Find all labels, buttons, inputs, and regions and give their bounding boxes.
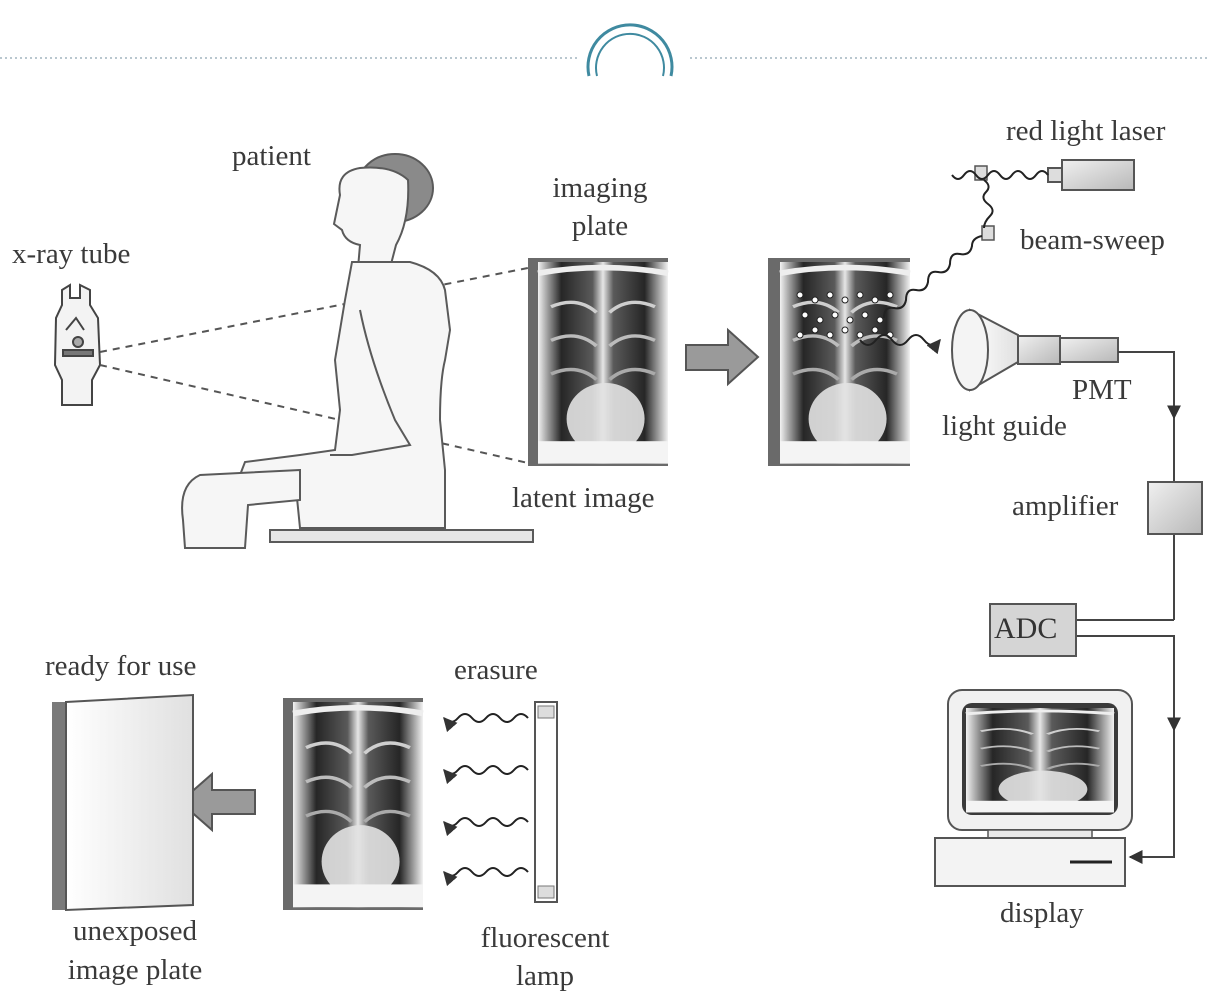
amplifier-icon: [1148, 482, 1202, 534]
xray-beam-lines: [100, 268, 528, 463]
label-erasure: erasure: [454, 652, 538, 688]
header-decoration: [0, 25, 1208, 76]
label-imaging-plate-2: plate: [520, 208, 680, 244]
transfer-arrow-right: [686, 330, 758, 384]
label-adc: ADC: [994, 611, 1057, 647]
label-light-guide: light guide: [942, 408, 1067, 444]
erasure-plate: [283, 698, 423, 910]
display-monitor-icon: [935, 690, 1132, 886]
fluorescent-lamp-icon: [535, 702, 557, 902]
label-amplifier: amplifier: [1012, 488, 1118, 524]
label-ready-for-use: ready for use: [45, 648, 196, 684]
pmt-icon: [1018, 336, 1118, 364]
label-latent-image: latent image: [512, 480, 655, 516]
unexposed-plate-icon: [52, 695, 193, 910]
label-unexposed-1: unexposed: [45, 913, 225, 949]
red-light-laser-icon: [1048, 160, 1134, 190]
label-unexposed-2: image plate: [45, 952, 225, 988]
label-imaging-plate-1: imaging: [520, 170, 680, 206]
patient-illustration: [182, 154, 533, 548]
light-guide-icon: [952, 310, 1018, 390]
label-beam-sweep: beam-sweep: [1020, 222, 1165, 258]
label-patient: patient: [232, 138, 311, 174]
label-xray-tube: x-ray tube: [12, 236, 130, 272]
label-fluorescent-1: fluorescent: [460, 920, 630, 956]
label-display: display: [1000, 895, 1084, 931]
xray-tube-icon: [55, 285, 100, 405]
scanned-plate: [768, 258, 910, 466]
erasure-light-waves: [444, 714, 528, 876]
label-fluorescent-2: lamp: [460, 958, 630, 994]
imaging-plate: [528, 258, 668, 466]
label-pmt: PMT: [1072, 372, 1132, 408]
label-red-light-laser: red light laser: [1006, 113, 1165, 149]
